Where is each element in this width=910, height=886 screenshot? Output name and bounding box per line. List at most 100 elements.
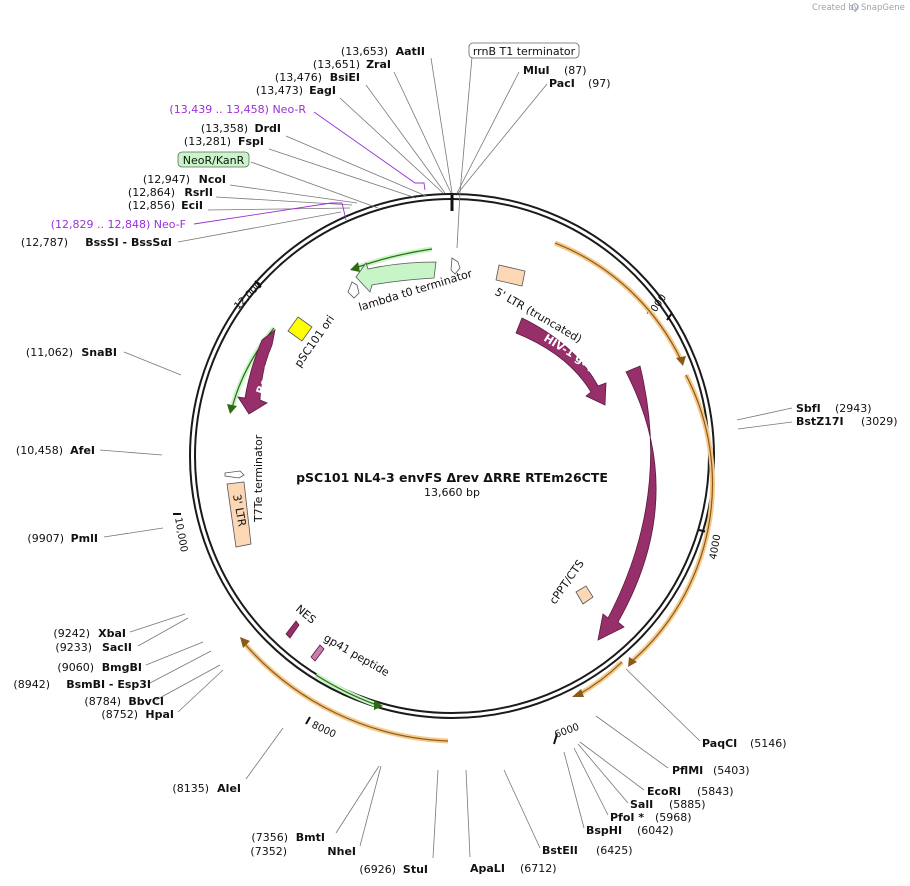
site-nhei[interactable]: (7352) NheI bbox=[250, 845, 356, 858]
site-drdi-name: DrdI bbox=[254, 122, 281, 135]
site-paci[interactable]: PacI (97) bbox=[549, 77, 611, 90]
site-fspi-name: FspI bbox=[238, 135, 264, 148]
site-bsteii-pos: (6425) bbox=[596, 844, 633, 857]
site-pmli-name: PmlI bbox=[71, 532, 98, 545]
site-ecori-pos: (5843) bbox=[697, 785, 734, 798]
site-pflmi[interactable]: PflMI (5403) bbox=[672, 764, 750, 777]
primer-neo-f[interactable]: (12,829 .. 12,848) Neo-F bbox=[51, 218, 186, 231]
tick-10000: 10,000 bbox=[172, 513, 189, 553]
tick-label-6000: 6000 bbox=[553, 722, 581, 741]
site-nhei-pos: (7352) bbox=[250, 845, 287, 858]
site-bsmbi[interactable]: (8942) BsmBI - Esp3I bbox=[13, 678, 151, 691]
site-fspi-pos: (13,281) bbox=[184, 135, 231, 148]
feature-box-rrnb[interactable]: rrnB T1 terminator bbox=[468, 42, 580, 59]
site-stui[interactable]: (6926) StuI bbox=[359, 863, 428, 876]
site-paqci[interactable]: PaqCI (5146) bbox=[702, 737, 787, 750]
site-ncoi[interactable]: (12,947) NcoI bbox=[143, 173, 226, 186]
site-bsmbi-pos: (8942) bbox=[13, 678, 50, 691]
site-ecii[interactable]: (12,856) EciI bbox=[128, 199, 203, 212]
pol-feature bbox=[597, 365, 657, 641]
tick-label-12000: 12,000 bbox=[232, 280, 265, 313]
site-alei-name: AleI bbox=[217, 782, 241, 795]
backbone-outer-ring bbox=[189, 193, 715, 719]
site-apali-name: ApaLI bbox=[470, 862, 505, 875]
site-eagi[interactable]: (13,473) EagI bbox=[256, 84, 336, 97]
site-mlui[interactable]: MluI (87) bbox=[523, 64, 587, 77]
site-bstz17i-name: BstZ17I bbox=[796, 415, 844, 428]
orf-arc-1-line bbox=[554, 242, 682, 361]
site-sbfi[interactable]: SbfI (2943) bbox=[796, 402, 872, 415]
orf-arc-2-arrow bbox=[628, 657, 637, 667]
site-xbai-name: XbaI bbox=[98, 627, 126, 640]
site-pmli[interactable]: (9907) PmlI bbox=[27, 532, 98, 545]
site-sacii-name: SacII bbox=[102, 641, 132, 654]
site-sacii-pos: (9233) bbox=[55, 641, 92, 654]
feature-box-neor[interactable]: NeoR/KanR bbox=[177, 151, 250, 168]
site-hpai[interactable]: (8752) HpaI bbox=[101, 708, 174, 721]
cppt-feature bbox=[575, 585, 594, 605]
site-sali[interactable]: SalI (5885) bbox=[630, 798, 706, 811]
site-paci-pos: (97) bbox=[588, 77, 611, 90]
leader-lines bbox=[99, 56, 793, 859]
site-xbai[interactable]: (9242) XbaI bbox=[53, 627, 126, 640]
site-alei-pos: (8135) bbox=[172, 782, 209, 795]
ltr5-feature bbox=[495, 264, 526, 287]
site-apali[interactable]: ApaLI (6712) bbox=[470, 862, 557, 875]
site-sacii[interactable]: (9233) SacII bbox=[55, 641, 132, 654]
site-zrai-name: ZraI bbox=[366, 58, 391, 71]
green-arc-left-arrow bbox=[227, 404, 237, 414]
site-pmli-pos: (9907) bbox=[27, 532, 64, 545]
site-bmti-pos: (7356) bbox=[251, 831, 288, 844]
site-sbfi-pos: (2943) bbox=[835, 402, 872, 415]
site-ecori[interactable]: EcoRI (5843) bbox=[647, 785, 734, 798]
site-afei[interactable]: (10,458) AfeI bbox=[16, 444, 95, 457]
rrnb-terminator-feature bbox=[450, 257, 461, 275]
tick-12000: 12,000 bbox=[232, 280, 265, 313]
green-arc-bottom-arrow bbox=[374, 700, 383, 710]
site-bsphi[interactable]: BspHI (6042) bbox=[586, 824, 674, 837]
site-bsssi[interactable]: (12,787) BssSI - BssSαI bbox=[21, 236, 172, 249]
credit-brand: SnapGene bbox=[861, 3, 905, 13]
lambda-terminator-feature bbox=[347, 281, 360, 299]
site-rsrii[interactable]: (12,864) RsrII bbox=[128, 186, 213, 199]
site-bsssi-name: BssSI - BssSαI bbox=[85, 236, 172, 249]
site-stui-name: StuI bbox=[403, 863, 428, 876]
gp41-feature bbox=[310, 644, 325, 662]
site-bmti[interactable]: (7356) BmtI bbox=[251, 831, 325, 844]
site-alei[interactable]: (8135) AleI bbox=[172, 782, 241, 795]
site-nhei-name: NheI bbox=[327, 845, 356, 858]
site-sali-name: SalI bbox=[630, 798, 653, 811]
site-snabi[interactable]: (11,062) SnaBI bbox=[26, 346, 117, 359]
green-arc-bottom bbox=[314, 672, 378, 708]
site-mlui-pos: (87) bbox=[564, 64, 587, 77]
site-fspi[interactable]: (13,281) FspI bbox=[184, 135, 264, 148]
site-zrai-pos: (13,651) bbox=[313, 58, 360, 71]
site-hpai-pos: (8752) bbox=[101, 708, 138, 721]
site-pfoi[interactable]: PfoI * (5968) bbox=[610, 811, 692, 824]
orf-arc-3-arrow bbox=[572, 689, 584, 697]
site-bsteii[interactable]: BstEII (6425) bbox=[542, 844, 633, 857]
site-pflmi-pos: (5403) bbox=[713, 764, 750, 777]
site-xbai-pos: (9242) bbox=[53, 627, 90, 640]
site-bbvci[interactable]: (8784) BbvCI bbox=[84, 695, 164, 708]
site-bmgbi-name: BmgBI bbox=[102, 661, 142, 674]
site-sbfi-name: SbfI bbox=[796, 402, 821, 415]
nes-feature bbox=[285, 620, 300, 639]
primer-neo-r[interactable]: (13,439 .. 13,458) Neo-R bbox=[169, 103, 306, 116]
site-aatii[interactable]: (13,653) AatII bbox=[341, 45, 425, 58]
t7te-feature bbox=[224, 470, 245, 479]
plasmid-title: pSC101 NL4-3 envFS Δrev ΔRRE RTEm26CTE bbox=[296, 470, 608, 485]
site-zrai[interactable]: (13,651) ZraI bbox=[313, 58, 391, 71]
site-bsiei-pos: (13,476) bbox=[275, 71, 322, 84]
site-stui-pos: (6926) bbox=[359, 863, 396, 876]
site-bstz17i[interactable]: BstZ17I (3029) bbox=[796, 415, 898, 428]
site-snabi-name: SnaBI bbox=[81, 346, 117, 359]
site-ncoi-pos: (12,947) bbox=[143, 173, 190, 186]
site-drdi[interactable]: (13,358) DrdI bbox=[201, 122, 281, 135]
site-bmgbi[interactable]: (9060) BmgBI bbox=[57, 661, 142, 674]
site-paqci-pos: (5146) bbox=[750, 737, 787, 750]
origin-marker bbox=[450, 195, 454, 211]
ltr3-feature bbox=[226, 481, 252, 548]
site-bsiei[interactable]: (13,476) BsiEI bbox=[275, 71, 360, 84]
